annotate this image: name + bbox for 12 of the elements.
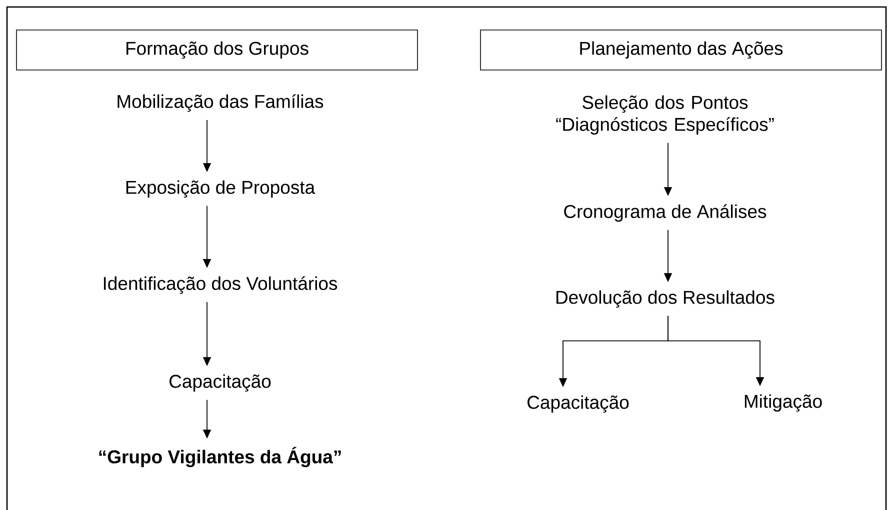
- step-label: Devolução dos Resultados: [556, 290, 774, 308]
- step-label: “Grupo Vigilantes da Água”: [99, 446, 341, 468]
- header-box: Formação dos Grupos: [16, 30, 418, 70]
- step-label: Mobilização das Famílias: [118, 94, 324, 112]
- step-label: Mitigação: [744, 394, 822, 412]
- step-label: Seleção dos Pontos “Diagnósticos Específicos”: [556, 95, 774, 135]
- step-label: Capacitação: [170, 374, 271, 392]
- header-box: Planejamento das Ações: [480, 30, 882, 70]
- step-label: Exposição de Proposta: [126, 180, 316, 198]
- step-label: Capacitação: [528, 395, 629, 413]
- step-label: Identificação dos Voluntários: [104, 276, 338, 294]
- step-label: Cronograma de Análises: [564, 204, 766, 222]
